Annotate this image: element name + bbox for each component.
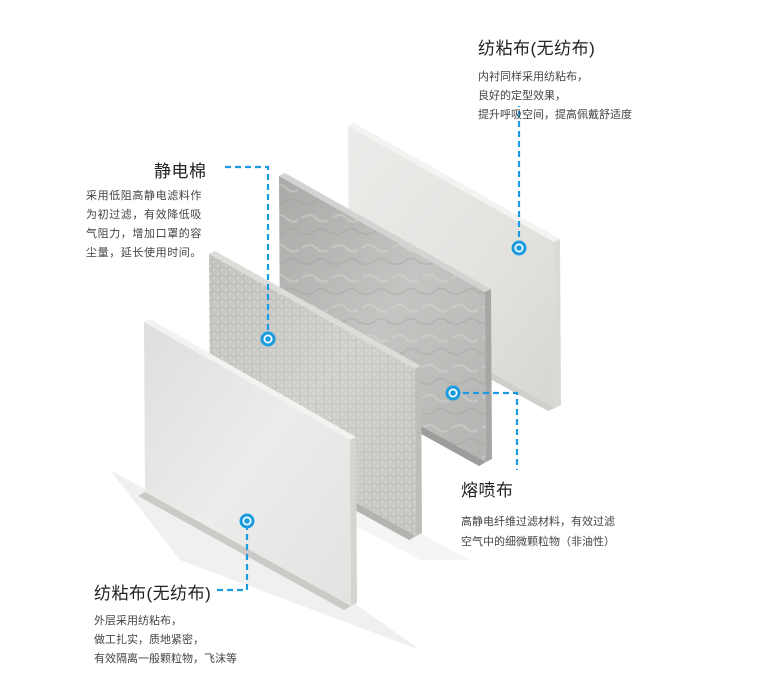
leader-line-electrostatic-cotton (225, 165, 270, 337)
marker-dot (445, 385, 461, 401)
label-outer-spunbond: 纺粘布(无纺布) 外层采用纺粘布， 做工扎实，质地紧密， 有效隔离一般颗粒物，飞… (94, 579, 237, 669)
marker-dot (239, 513, 255, 529)
marker-dot (511, 240, 527, 256)
layer-description: 内衬同样采用纺粘布， 良好的定型效果， 提升呼吸空间，提高佩戴舒适度 (478, 71, 632, 121)
label-electrostatic-cotton-desc: 采用低阻高静电滤料作 为初过滤，有效降低吸 气阻力，增加口罩的容 尘量，延长使用… (86, 187, 202, 263)
layer-title: 熔喷布 (461, 481, 514, 500)
leader-line-meltblown (453, 391, 519, 470)
layer-title: 静电棉 (154, 162, 207, 181)
label-electrostatic-cotton: 静电棉 (154, 157, 207, 182)
label-inner-spunbond: 纺粘布(无纺布) 内衬同样采用纺粘布， 良好的定型效果， 提升呼吸空间，提高佩戴… (478, 34, 632, 125)
leader-line-outer-spunbond (217, 522, 249, 592)
layer-description: 外层采用纺粘布， 做工扎实，质地紧密， 有效隔离一般颗粒物，飞沫等 (94, 615, 237, 665)
layer-spunbond-outer (138, 319, 357, 610)
layer-title: 纺粘布(无纺布) (478, 39, 596, 58)
marker-dot (260, 331, 276, 347)
label-meltblown: 熔喷布 高静电纤维过滤材料，有效过滤 空气中的细微颗粒物（非油性） (461, 476, 615, 552)
layer-description: 高静电纤维过滤材料，有效过滤 空气中的细微颗粒物（非油性） (461, 516, 615, 548)
layer-description: 采用低阻高静电滤料作 为初过滤，有效降低吸 气阻力，增加口罩的容 尘量，延长使用… (86, 190, 202, 259)
layer-title: 纺粘布(无纺布) (94, 584, 212, 603)
